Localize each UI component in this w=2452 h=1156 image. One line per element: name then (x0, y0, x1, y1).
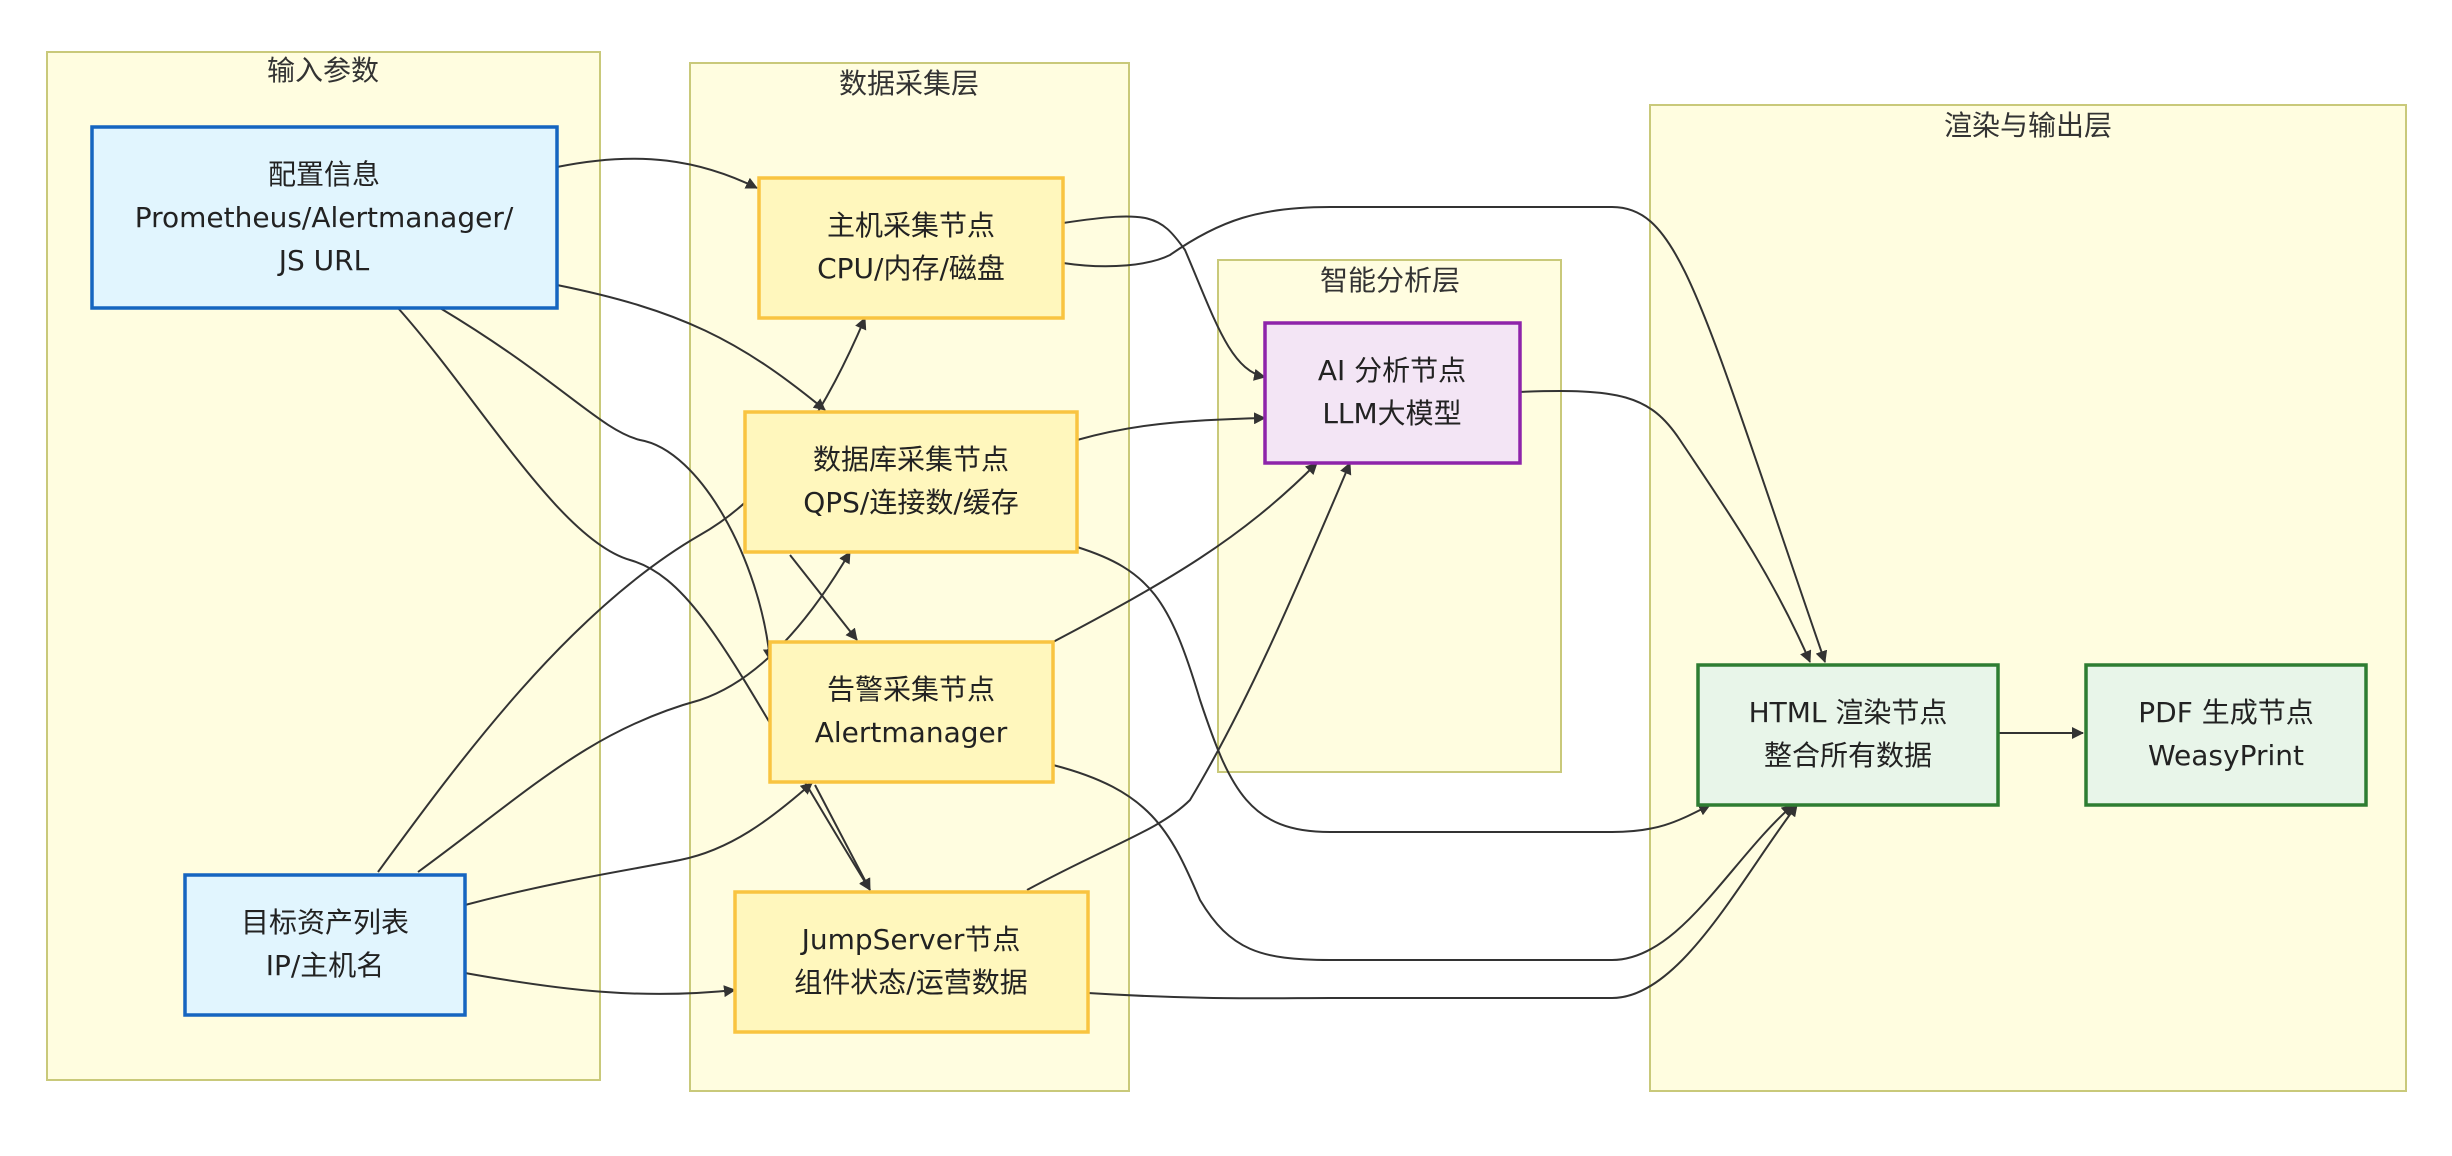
edge-jump-ai (1026, 462, 1352, 891)
group-title-input: 输入参数 (267, 54, 379, 87)
edge-jump-html (1087, 804, 1798, 1000)
node-db-line2: QPS/连接数/缓存 (803, 486, 1019, 519)
edge-db-ai (1076, 412, 1266, 441)
node-config-line1: 配置信息 (268, 158, 380, 191)
node-db: 数据库采集节点 QPS/连接数/缓存 (743, 410, 1079, 554)
node-targets-line1: 目标资产列表 (241, 906, 409, 939)
group-title-output: 渲染与输出层 (1944, 109, 2112, 142)
node-pdf-line2: WeasyPrint (2148, 739, 2304, 772)
node-targets-line2: IP/主机名 (266, 949, 385, 982)
edge-config-db (556, 284, 826, 411)
edge-targets-alert (464, 782, 813, 906)
group-title-collect: 数据采集层 (839, 67, 979, 100)
node-jump-line2: 组件状态/运营数据 (794, 966, 1027, 999)
group-output: 渲染与输出层 (1649, 104, 2407, 1092)
edge-host-ai (1062, 215, 1266, 381)
node-host: 主机采集节点 CPU/内存/磁盘 (757, 176, 1065, 320)
edge-db-alert (789, 554, 858, 641)
node-alert-line1: 告警采集节点 (827, 673, 995, 706)
node-pdf-line1: PDF 生成节点 (2138, 696, 2313, 729)
edge-config-host (556, 157, 758, 189)
group-title-analysis: 智能分析层 (1320, 264, 1460, 297)
node-jump: JumpServer节点 组件状态/运营数据 (733, 890, 1090, 1034)
edge-targets-host (377, 317, 867, 873)
node-html-line2: 整合所有数据 (1764, 739, 1932, 772)
node-ai-line2: LLM大模型 (1322, 397, 1461, 430)
node-ai: AI 分析节点 LLM大模型 (1263, 321, 1522, 465)
node-targets: 目标资产列表 IP/主机名 (183, 873, 467, 1017)
edge-db-html (1076, 546, 1711, 833)
edge-alert-jump (814, 784, 871, 891)
node-db-line1: 数据库采集节点 (813, 443, 1009, 476)
edge-ai-html (1517, 390, 1812, 663)
node-jump-line1: JumpServer节点 (800, 923, 1021, 956)
node-config: 配置信息 Prometheus/Alertmanager/ JS URL (90, 125, 559, 310)
node-html-line1: HTML 渲染节点 (1749, 696, 1948, 729)
edge-alert-ai (1052, 462, 1318, 643)
edge-config-alert (439, 307, 775, 661)
edge-targets-jump (464, 972, 736, 998)
node-pdf: PDF 生成节点 WeasyPrint (2084, 663, 2368, 807)
node-config-line3: JS URL (277, 244, 370, 277)
node-alert-line2: Alertmanager (815, 716, 1008, 749)
node-host-line1: 主机采集节点 (827, 209, 995, 242)
node-host-line2: CPU/内存/磁盘 (817, 252, 1005, 285)
edge-targets-db (417, 551, 851, 873)
node-config-line2: Prometheus/Alertmanager/ (135, 201, 514, 234)
edge-host-html (1062, 206, 1828, 663)
node-html: HTML 渲染节点 整合所有数据 (1696, 663, 2000, 807)
node-alert: 告警采集节点 Alertmanager (768, 640, 1055, 784)
edges (377, 157, 2084, 1000)
node-ai-line1: AI 分析节点 (1318, 354, 1466, 387)
edge-alert-html (1052, 764, 1794, 961)
